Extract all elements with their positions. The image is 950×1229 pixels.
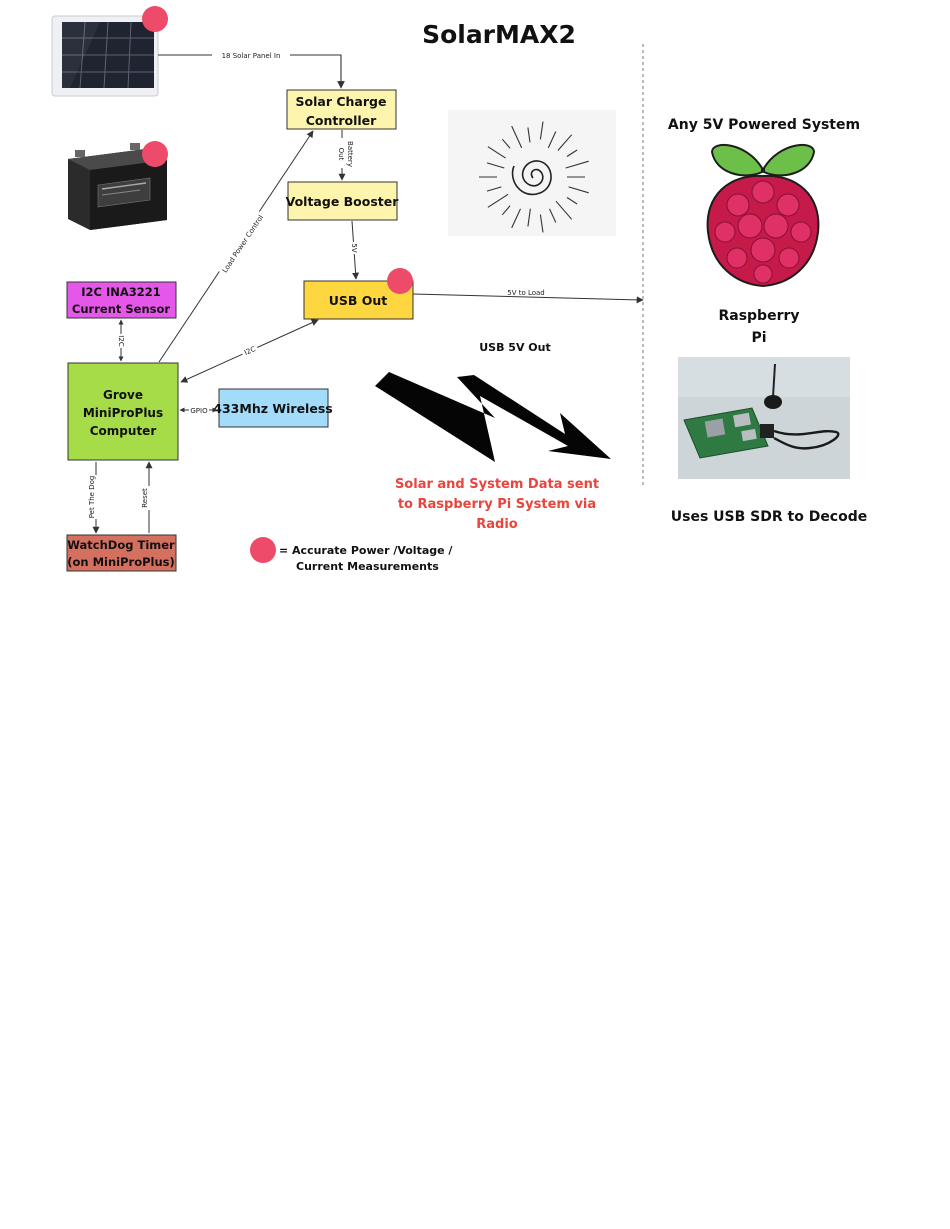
five-v-to-load-edge — [412, 293, 644, 304]
grove-label-line2: MiniProPlus — [83, 406, 163, 420]
ina3221-label-line1: I2C INA3221 — [81, 285, 161, 299]
measurement-marker — [387, 268, 413, 294]
raspberry-pi-board-photo — [678, 357, 850, 479]
battery-out-label-line1: Battery — [346, 141, 354, 167]
measurement-marker — [142, 6, 168, 32]
sun-ray — [511, 208, 521, 229]
usb-out-label: USB Out — [329, 293, 388, 308]
watchdog-label-line2: (on MiniProPlus) — [67, 555, 175, 569]
ina3221-sensor-box: I2C INA3221 Current Sensor — [66, 281, 177, 319]
i2c-sensor-edge-label: I2C — [117, 335, 125, 347]
radio-text-line2: to Raspberry Pi System via — [398, 497, 596, 512]
pet-the-dog-label: Pet The Dog — [88, 476, 96, 519]
sun-ray — [557, 134, 573, 151]
sun-ray — [501, 205, 511, 216]
right-panel-footer: Uses USB SDR to Decode — [671, 509, 868, 525]
sun-ray — [486, 186, 502, 192]
five-v-to-load-label: 5V to Load — [507, 289, 545, 297]
sun-ray — [487, 146, 506, 159]
voltage-booster-label: Voltage Booster — [286, 194, 400, 209]
voltage-booster-box: Voltage Booster — [286, 181, 400, 221]
charge-controller-label-line1: Solar Charge — [296, 94, 387, 109]
gpio-edge-label: GPIO — [190, 407, 208, 415]
watchdog-label-line1: WatchDog Timer — [67, 538, 175, 552]
solar-in-edge-label: 18 Solar Panel In — [222, 52, 281, 60]
sun-ray — [566, 149, 578, 157]
raspberry-pi-label-line2: Pi — [751, 330, 766, 346]
sun-ray — [539, 214, 544, 233]
load-power-control-label: Load Power Control — [221, 214, 265, 275]
sun-ray — [565, 160, 589, 169]
usb-5v-out-label: USB 5V Out — [479, 341, 551, 354]
sun-ray — [555, 200, 573, 220]
sun-ray — [487, 193, 509, 208]
battery-out-label-line2: Out — [337, 148, 345, 161]
sun-ray — [568, 186, 589, 194]
sun-ray — [549, 208, 557, 223]
reset-edge-label: Reset — [141, 488, 149, 508]
sun-ray — [501, 138, 511, 149]
raspberry-pi-label-line1: Raspberry — [718, 308, 799, 324]
sun-ray — [527, 208, 531, 227]
measurement-marker — [142, 141, 168, 167]
radio-text-line1: Solar and System Data sent — [395, 477, 599, 492]
sun-ray — [486, 162, 505, 169]
right-panel-header: Any 5V Powered System — [668, 117, 860, 133]
sun-ray — [566, 197, 578, 205]
charge-controller-label-line2: Controller — [306, 113, 377, 128]
watchdog-timer-box: WatchDog Timer (on MiniProPlus) — [66, 534, 177, 572]
wireless-433mhz-box: 433Mhz Wireless — [213, 388, 333, 428]
sun-icon — [448, 110, 616, 236]
raspberry-pi-logo — [706, 144, 820, 288]
solar-panel-icon — [51, 15, 159, 97]
legend-text-line2: Current Measurements — [296, 560, 439, 573]
grove-miniproplus-box: Grove MiniProPlus Computer — [67, 362, 179, 461]
radio-text-line3: Radio — [476, 517, 518, 532]
legend-marker — [250, 537, 276, 563]
diagram-title: SolarMAX2 — [422, 20, 576, 49]
solar-charge-controller-box: Solar Charge Controller — [286, 89, 397, 130]
lightning-bolt-icon — [375, 372, 611, 462]
sun-ray — [527, 127, 531, 143]
five-v-edge-label: 5V — [350, 243, 358, 252]
grove-label-line1: Grove — [103, 388, 143, 402]
sun-ray — [511, 125, 523, 149]
battery-icon — [68, 143, 167, 230]
grove-label-line3: Computer — [90, 424, 157, 438]
ina3221-label-line2: Current Sensor — [72, 302, 170, 316]
legend-text-line1: = Accurate Power /Voltage / — [279, 544, 453, 557]
sun-ray — [539, 121, 544, 140]
sun-ray — [547, 131, 557, 149]
wireless-label: 433Mhz Wireless — [213, 401, 332, 416]
